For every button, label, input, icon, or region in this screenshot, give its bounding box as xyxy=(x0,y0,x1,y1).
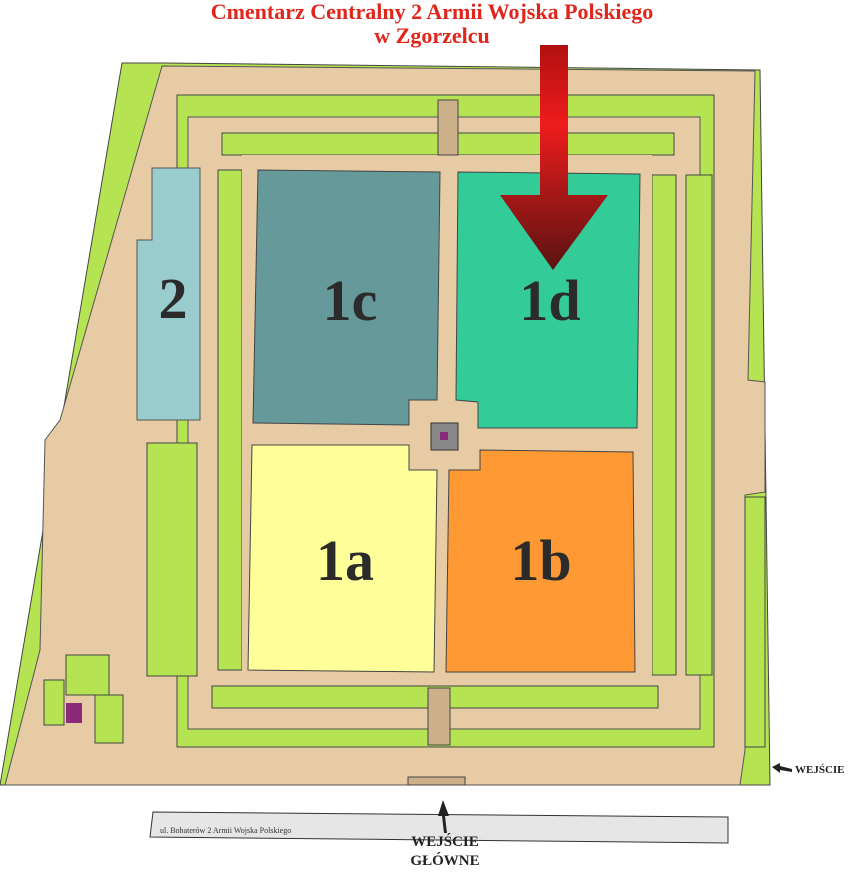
section-2-area xyxy=(136,167,201,421)
main-gate xyxy=(407,776,466,786)
section-1b-area xyxy=(445,449,636,673)
side-entrance-arrow-icon xyxy=(772,763,792,773)
hedge-left-inner xyxy=(217,169,243,671)
hedge-right-outer xyxy=(685,174,713,676)
central-monument-core xyxy=(440,432,448,440)
side-entrance-label: WEJŚCIE xyxy=(795,764,845,776)
section-2-label: 2 xyxy=(159,266,188,331)
red-arrow-icon xyxy=(500,45,608,270)
lawn-sw-1 xyxy=(65,654,110,696)
street xyxy=(149,811,729,844)
main-entrance-arrow-icon xyxy=(438,800,449,833)
map-title: Cmentarz Centralny 2 Armii Wojska Polski… xyxy=(0,0,851,48)
section-1c-area xyxy=(252,169,441,426)
lawn-sw-2 xyxy=(43,679,65,726)
section-1a-area xyxy=(247,444,438,673)
stairs-bottom xyxy=(427,687,451,746)
section-1b-label: 1b xyxy=(510,528,571,593)
section-1d-area xyxy=(455,171,641,429)
lawn-sw-3 xyxy=(94,694,124,744)
east-lawn xyxy=(744,496,766,748)
title-line-1: Cmentarz Centralny 2 Armii Wojska Polski… xyxy=(210,0,654,24)
main-entrance-line-2: GŁÓWNE xyxy=(410,853,480,869)
hedge-right-inner xyxy=(651,174,677,676)
section-1a-label: 1a xyxy=(316,528,374,593)
main-entrance-label: WEJŚCIE GŁÓWNE xyxy=(395,833,495,871)
stairs-top xyxy=(437,99,459,156)
chapel xyxy=(66,703,82,723)
street-name: ul. Bohaterów 2 Armii Wojska Polskiego xyxy=(160,826,291,835)
title-line-2: w Zgorzelcu xyxy=(374,23,490,48)
section-1d-label: 1d xyxy=(519,268,580,333)
section-1c-label: 1c xyxy=(323,268,378,333)
main-entrance-line-1: WEJŚCIE xyxy=(411,834,479,850)
hedge-left-outer xyxy=(146,442,198,677)
